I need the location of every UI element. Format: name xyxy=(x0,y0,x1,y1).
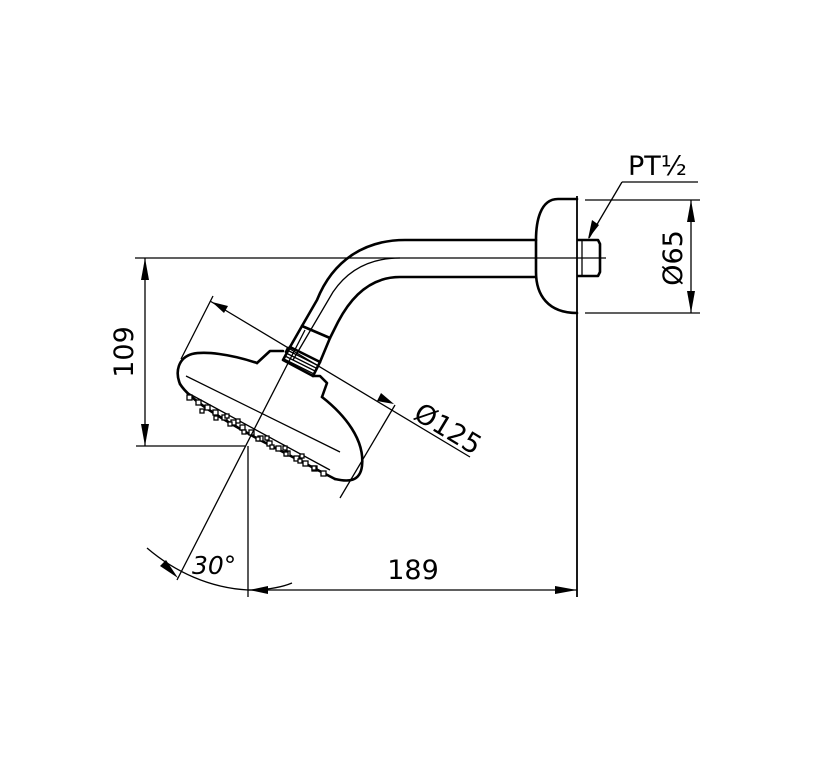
head-diameter-label: Ø125 xyxy=(408,397,486,461)
flange-diameter-dimension: Ø65 xyxy=(585,199,700,314)
wall-flange xyxy=(534,196,579,597)
head-axis-line xyxy=(176,329,306,581)
tilt-angle-dimension: 30° xyxy=(146,446,293,597)
flange-diameter-label: Ø65 xyxy=(658,230,689,286)
head-diameter-dimension: Ø125 xyxy=(180,295,487,499)
thread-label: PT½ xyxy=(628,151,687,182)
thread-callout: PT½ xyxy=(588,151,698,239)
tilt-angle-label: 30° xyxy=(192,551,236,580)
projection-dimension: 189 xyxy=(248,555,577,594)
shower-head xyxy=(176,349,364,482)
nozzles xyxy=(186,394,327,477)
height-drop-label: 109 xyxy=(109,326,140,378)
projection-label: 189 xyxy=(387,555,439,586)
height-drop-dimension: 109 xyxy=(109,258,245,447)
